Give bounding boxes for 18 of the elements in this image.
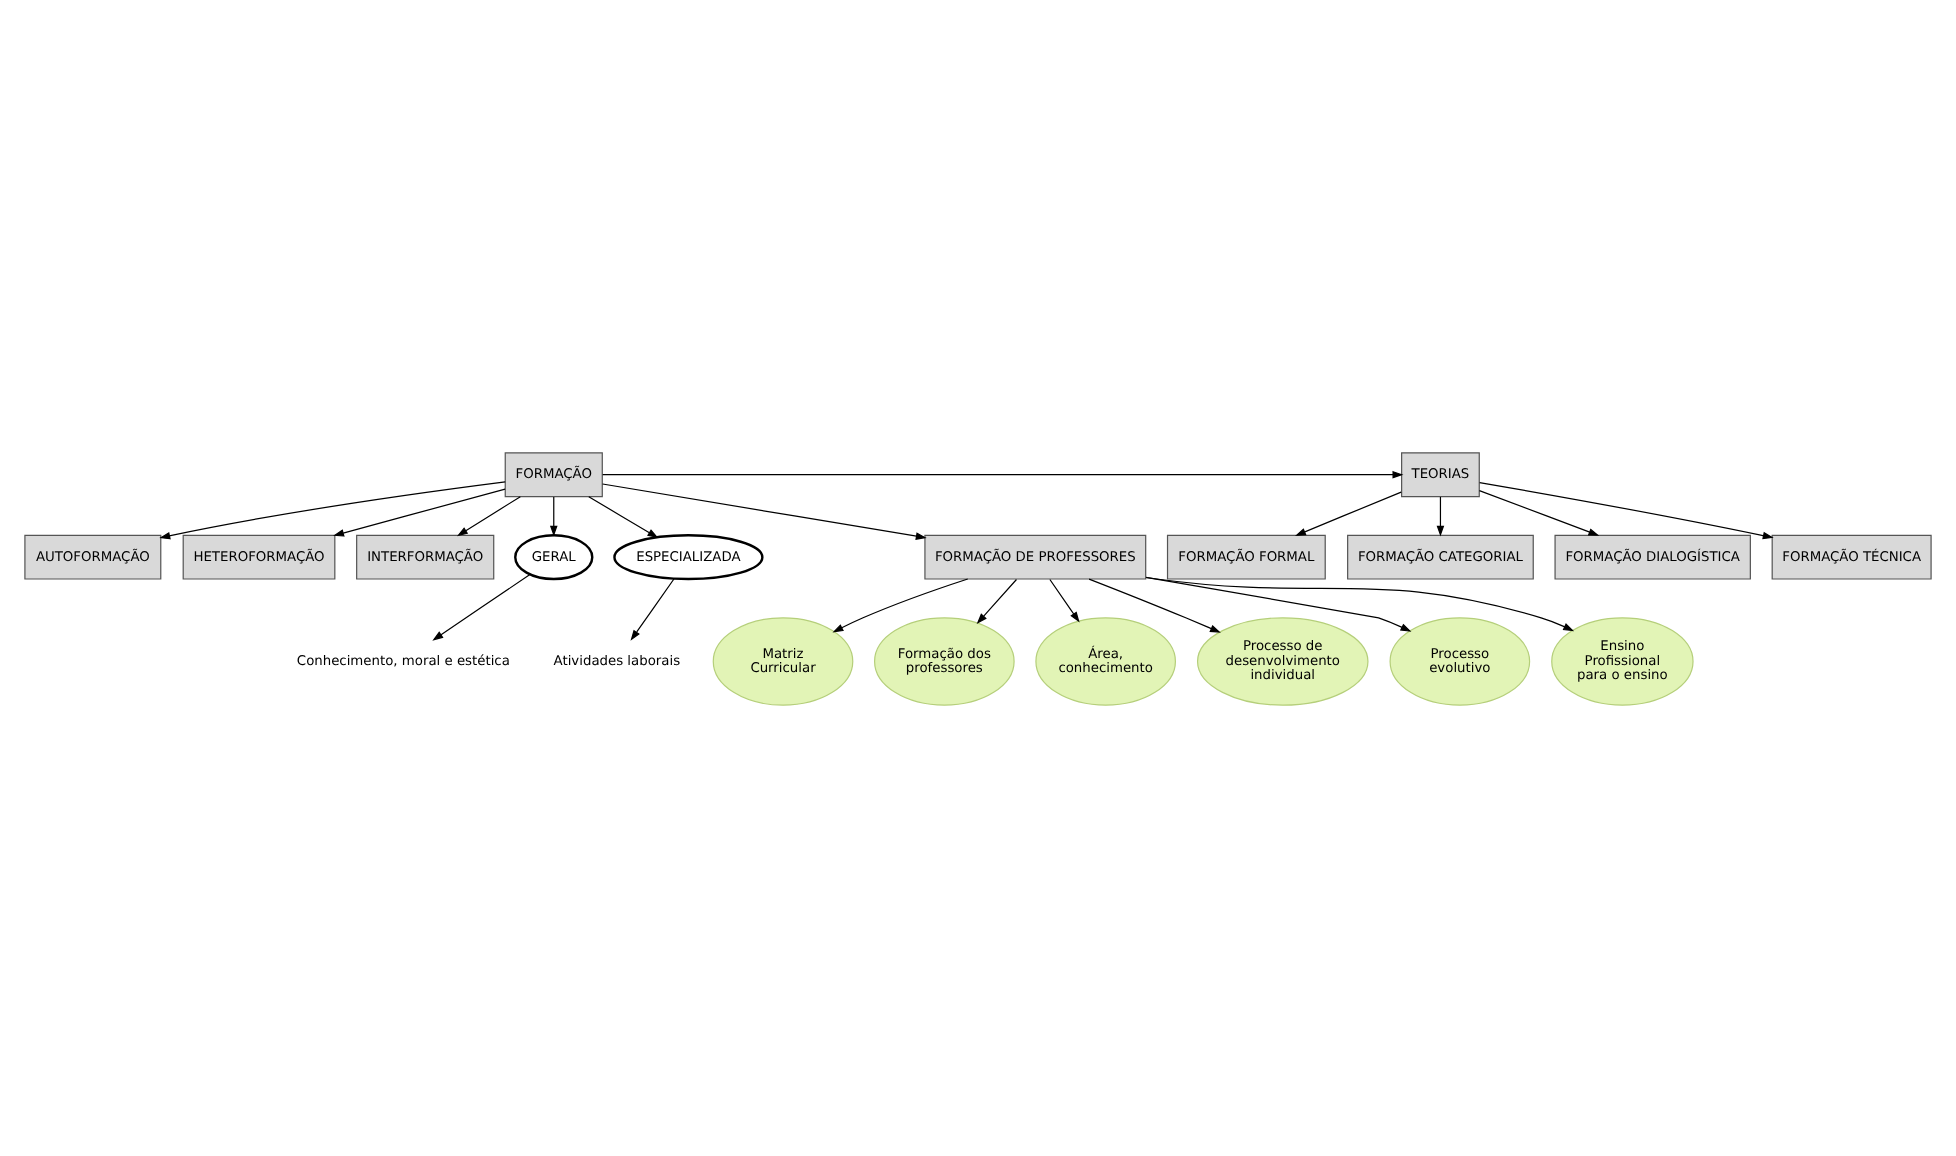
arrow [1478,489,1600,535]
arrow [456,495,521,536]
arrow [602,482,927,539]
arrow [602,469,1404,478]
arrow [159,480,506,539]
arrow [1049,577,1080,622]
arrow [549,495,558,536]
arrow [832,577,969,632]
arrow [1294,490,1402,535]
arrow [588,495,659,538]
arrow [1145,575,1575,631]
arrow [630,577,675,640]
arrow [1479,480,1774,539]
arrow [432,572,531,640]
arrow [333,487,506,536]
arrow [976,577,1018,624]
arrow [1088,577,1221,632]
arrow [1436,495,1445,536]
